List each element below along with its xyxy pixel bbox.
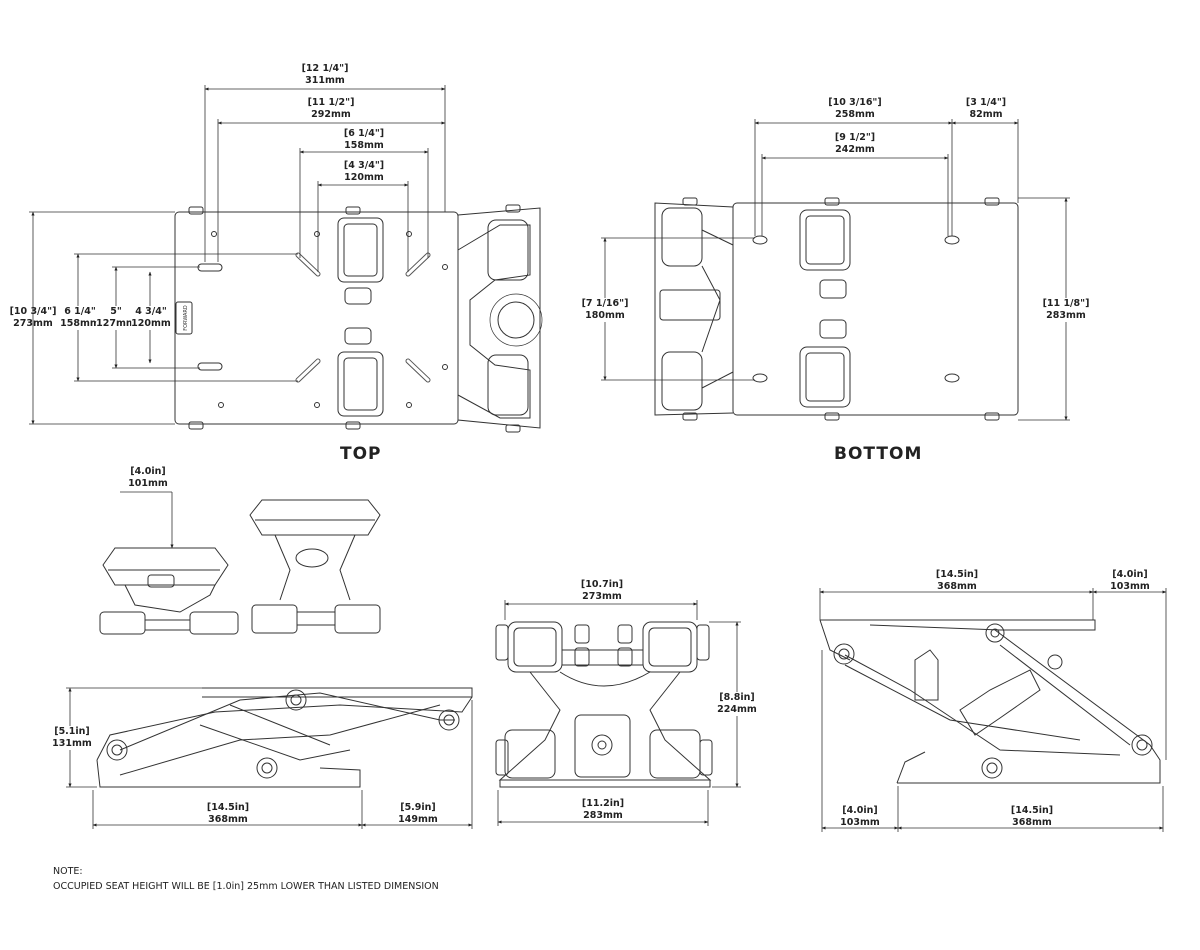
- dim-side-high-base-length: [14.5in]368mm: [1010, 805, 1054, 828]
- dim-top-overall-width: [12 1/4"]311mm: [301, 63, 349, 86]
- dim-top-slot-span-outer: [6 1/4"]158mm: [343, 128, 385, 151]
- bottom-view: [654, 197, 1019, 421]
- dim-top-slot-span-inner: [4 3/4"]120mm: [343, 160, 385, 183]
- dim-front-top-width: [10.7in]273mm: [580, 579, 624, 602]
- side-view-lowered: [96, 687, 473, 788]
- dim-side-low-length: [14.5in]368mm: [206, 802, 250, 825]
- iso-lowered: [99, 547, 239, 635]
- dim-side-high-top-length: [14.5in]368mm: [935, 569, 979, 592]
- dim-top-v-127: 5"127mm: [96, 306, 136, 330]
- dim-front-height: [8.8in]224mm: [717, 692, 757, 716]
- dim-front-base-width: [11.2in]283mm: [581, 798, 625, 821]
- bottom-left-bracket: [654, 202, 734, 416]
- forward-tag-label: FORWARD: [183, 305, 189, 331]
- dim-bottom-v-180: [7 1/16"]180mm: [581, 298, 629, 322]
- top-plate: [174, 211, 459, 425]
- top-right-bracket: [457, 207, 541, 429]
- top-view-label: TOP: [340, 444, 382, 464]
- dim-lowered-height: [4.0in]101mm: [128, 466, 168, 489]
- dim-top-v-120: 4 3/4"120mm: [131, 306, 171, 330]
- bottom-plate: [732, 202, 1019, 416]
- dim-bottom-overall-depth: [11 1/8"]283mm: [1042, 298, 1090, 322]
- dim-top-hole-span: [11 1/2"]292mm: [307, 97, 355, 120]
- top-view: [174, 204, 543, 433]
- dim-bottom-offset: [3 1/4"]82mm: [965, 97, 1007, 120]
- dim-top-overall-depth: [10 3/4"]273mm: [9, 306, 57, 329]
- iso-raised: [249, 499, 381, 634]
- top-roller-lower: [337, 351, 384, 417]
- dim-side-low-overhang: [5.9in]149mm: [398, 802, 438, 825]
- forward-tag: [175, 301, 193, 335]
- top-pivot-boss: [497, 301, 535, 339]
- dim-side-high-top-overhang: [4.0in]103mm: [1110, 569, 1150, 592]
- dim-side-high-base-overhang: [4.0in]103mm: [840, 805, 880, 828]
- dim-top-v-158: 6 1/4"158mm: [60, 306, 100, 330]
- side-view-raised: [819, 619, 1161, 784]
- dim-bottom-hole-span-inner: [9 1/2"]242mm: [834, 132, 876, 155]
- top-roller-upper: [337, 217, 384, 283]
- bottom-view-label: BOTTOM: [834, 444, 923, 464]
- note-text: OCCUPIED SEAT HEIGHT WILL BE [1.0in] 25m…: [53, 881, 439, 892]
- dim-side-low-height: [5.1in]131mm: [52, 726, 92, 750]
- note-heading: NOTE:: [53, 866, 83, 877]
- front-view: [495, 621, 713, 788]
- dim-bottom-hole-span-outer: [10 3/16"]258mm: [828, 97, 882, 120]
